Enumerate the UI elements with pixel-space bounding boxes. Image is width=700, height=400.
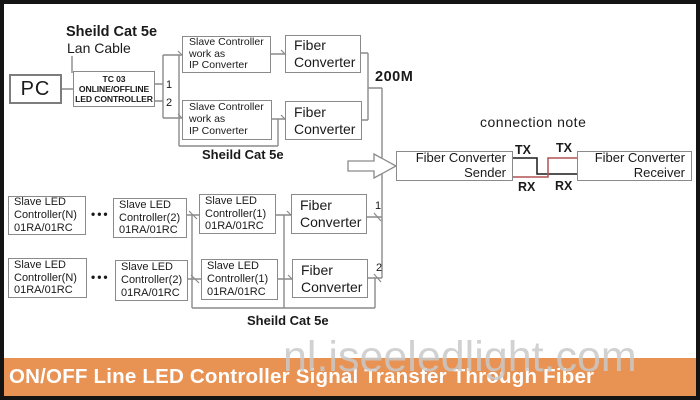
- box-line: Converter: [301, 278, 363, 295]
- box-line: Controller(2): [121, 274, 183, 287]
- box-slave-led-n-row1: Slave LED Controller(N) 01RA/01RC: [8, 196, 86, 235]
- box-slave-led-n-row2: Slave LED Controller(N) 01RA/01RC: [8, 258, 87, 298]
- pc-label: PC: [20, 77, 51, 100]
- box-line: Controller(1): [207, 273, 269, 286]
- banner-title: ON/OFF Line LED Controller Signal Transf…: [9, 365, 595, 388]
- box-line: Slave Controller: [189, 35, 264, 48]
- box-line: Receiver: [633, 165, 685, 180]
- box-line: IP Converter: [189, 124, 248, 137]
- box-line: Slave LED: [119, 198, 171, 211]
- label-connection-note: connection note: [480, 114, 587, 130]
- label-channel-2: 2: [376, 262, 383, 274]
- box-slave-led-1-row2: Slave LED Controller(1) 01RA/01RC: [201, 259, 278, 300]
- box-line: work as: [189, 47, 226, 60]
- box-slave-led-2-row1: Slave LED Controller(2) 01RA/01RC: [113, 198, 187, 238]
- box-slave-ip-converter-2: Slave Controller work as IP Converter: [182, 100, 272, 140]
- box-fiber-converter-top-1: Fiber Converter: [285, 35, 361, 73]
- box-fiber-converter-bottom-1: Fiber Converter: [291, 194, 367, 234]
- box-line: 01RA/01RC: [119, 224, 178, 237]
- ellipsis-row-2: •••: [91, 270, 110, 284]
- controller-line: ONLINE/OFFLINE: [78, 83, 150, 94]
- box-line: Controller(N): [14, 271, 77, 284]
- box-line: Slave LED: [121, 261, 173, 274]
- box-line: 01RA/01RC: [14, 284, 73, 297]
- box-line: 01RA/01RC: [121, 286, 180, 299]
- box-line: Converter: [294, 120, 356, 137]
- rx-wire: [513, 157, 577, 178]
- box-led-controller: TC 03 ONLINE/OFFLINE LED CONTROLLER: [73, 71, 155, 107]
- ellipsis-row-1: •••: [91, 207, 110, 221]
- label-lan-cable: Lan Cable: [67, 40, 131, 56]
- box-slave-led-1-row1: Slave LED Controller(1) 01RA/01RC: [199, 194, 276, 234]
- box-fiber-sender: Fiber Converter Sender: [396, 151, 513, 181]
- box-line: Controller(1): [205, 207, 267, 220]
- box-line: Fiber Converter: [415, 150, 506, 166]
- title-banner: ON/OFF Line LED Controller Signal Transf…: [0, 358, 700, 396]
- box-line: Converter: [294, 54, 356, 70]
- arrow-right-icon: [347, 152, 398, 180]
- box-line: Sender: [464, 165, 506, 180]
- box-line: Fiber: [301, 261, 333, 278]
- box-fiber-receiver: Fiber Converter Receiver: [577, 151, 692, 181]
- label-tx-receiver: TX: [556, 141, 572, 155]
- box-line: Converter: [300, 214, 362, 230]
- tx-wire: [513, 157, 577, 175]
- box-line: Slave LED: [205, 194, 257, 207]
- label-port-2: 2: [166, 97, 173, 109]
- label-channel-1: 1: [375, 200, 382, 212]
- frame-border-left: [0, 0, 4, 400]
- label-port-1: 1: [166, 79, 173, 91]
- box-line: Controller(2): [119, 211, 181, 224]
- label-rx-receiver: RX: [555, 179, 573, 193]
- box-line: Fiber Converter: [594, 150, 685, 166]
- box-line: Fiber: [294, 103, 326, 120]
- label-shield-cat5e-bottom: Sheild Cat 5e: [247, 313, 329, 328]
- label-rx-sender: RX: [518, 180, 536, 194]
- box-pc: PC: [9, 74, 62, 104]
- box-slave-ip-converter-1: Slave Controller work as IP Converter: [182, 36, 271, 73]
- box-line: Fiber: [294, 37, 326, 54]
- box-line: Fiber: [300, 197, 332, 214]
- box-line: work as: [189, 113, 226, 126]
- label-shield-cat5e-top: Sheild Cat 5e: [66, 24, 158, 40]
- box-line: 01RA/01RC: [207, 285, 266, 298]
- label-200m: 200M: [375, 69, 414, 85]
- box-fiber-converter-top-2: Fiber Converter: [285, 101, 362, 140]
- box-line: 01RA/01RC: [14, 221, 73, 234]
- box-fiber-converter-bottom-2: Fiber Converter: [292, 259, 368, 298]
- box-line: Slave LED: [14, 196, 66, 209]
- box-line: Slave LED: [207, 260, 259, 273]
- controller-line: TC 03: [102, 73, 126, 84]
- frame-border-bottom: [0, 396, 700, 400]
- label-tx-sender: TX: [515, 143, 531, 157]
- box-line: Controller(N): [14, 209, 77, 222]
- controller-line: LED CONTROLLER: [75, 94, 153, 105]
- frame-border-right: [696, 0, 700, 400]
- box-line: Slave LED: [14, 258, 66, 271]
- box-slave-led-2-row2: Slave LED Controller(2) 01RA/01RC: [115, 260, 188, 301]
- box-line: IP Converter: [189, 59, 248, 72]
- frame-border-top: [0, 0, 700, 4]
- box-line: 01RA/01RC: [205, 220, 264, 233]
- label-shield-cat5e-mid: Sheild Cat 5e: [202, 147, 284, 162]
- box-line: Slave Controller: [189, 101, 264, 114]
